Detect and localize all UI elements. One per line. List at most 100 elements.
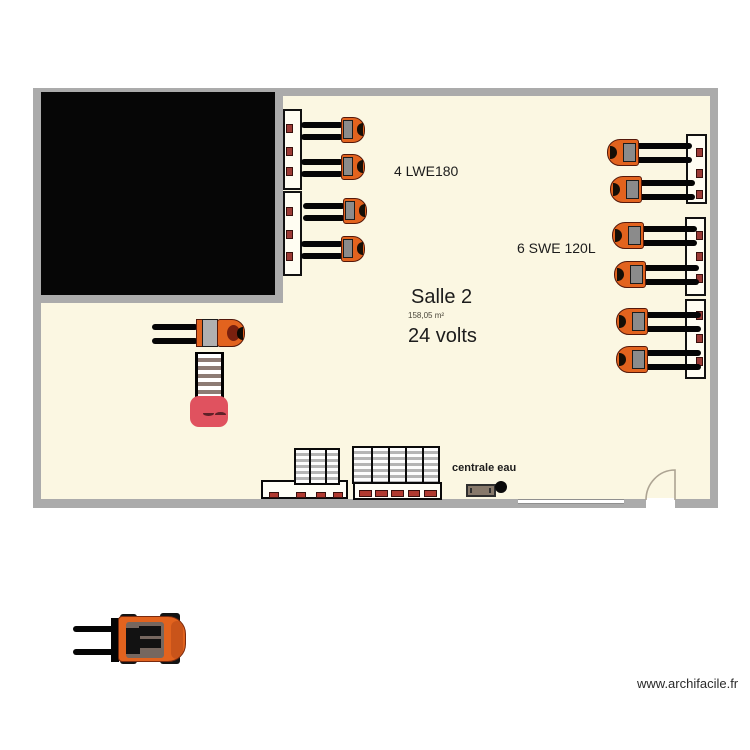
truck-fork xyxy=(303,203,345,209)
pallet-truck[interactable] xyxy=(614,261,699,289)
water-station[interactable] xyxy=(466,484,496,497)
forklift-cab xyxy=(126,622,164,658)
truck-tiller xyxy=(357,123,363,136)
battery-charger[interactable] xyxy=(696,252,703,261)
pallet-block xyxy=(333,492,343,498)
battery-charger[interactable] xyxy=(696,169,703,178)
battery-charger[interactable] xyxy=(696,231,703,240)
battery-charger[interactable] xyxy=(286,252,293,261)
rack-divider xyxy=(371,448,373,482)
pallet-truck[interactable] xyxy=(301,154,365,181)
black-zone[interactable] xyxy=(41,92,275,295)
forklift[interactable] xyxy=(72,612,187,664)
truck-fork xyxy=(644,364,701,370)
door-opening xyxy=(646,498,675,509)
pallet-block xyxy=(296,492,306,498)
truck-fork xyxy=(152,338,198,344)
door-swing-icon[interactable] xyxy=(640,464,685,509)
water-station-tank[interactable] xyxy=(495,481,507,493)
rack-divider xyxy=(388,448,390,482)
pallet-truck[interactable] xyxy=(612,222,697,250)
pallet-truck[interactable] xyxy=(301,236,365,263)
rack-divider xyxy=(325,450,327,483)
truck-tiller xyxy=(617,268,624,281)
truck-body xyxy=(607,139,639,166)
room-power-note: 24 volts xyxy=(408,325,477,347)
pallet-block xyxy=(316,492,326,498)
watermark: www.archifacile.fr xyxy=(637,676,739,691)
storage-rack[interactable] xyxy=(352,446,440,484)
forklift-hood xyxy=(171,621,183,659)
truck-tiller xyxy=(357,160,363,173)
truck-tiller xyxy=(357,242,363,255)
truck-platform xyxy=(202,319,218,347)
rack-divider xyxy=(309,450,311,483)
truck-body xyxy=(217,319,245,347)
pallet-truck[interactable] xyxy=(152,319,245,348)
truck-fork xyxy=(640,226,697,232)
battery-charger[interactable] xyxy=(286,147,293,156)
truck-platform xyxy=(343,157,353,176)
forklift-fork xyxy=(73,626,114,632)
truck-platform xyxy=(632,312,645,331)
truck-tiller xyxy=(619,353,626,366)
truck-fork xyxy=(301,159,343,165)
truck-fork xyxy=(635,157,692,163)
truck-tiller xyxy=(619,315,626,328)
pallet-truck[interactable] xyxy=(616,308,701,336)
truck-body xyxy=(612,222,644,249)
truck-platform xyxy=(343,120,353,139)
battery-charger[interactable] xyxy=(286,124,293,133)
truck-fork xyxy=(301,134,343,140)
battery-charger[interactable] xyxy=(286,230,293,239)
truck-fork xyxy=(644,350,701,356)
ladder-rail xyxy=(221,354,224,398)
room-area: 158,05 m² xyxy=(408,311,445,320)
pallet-platform[interactable] xyxy=(353,482,442,500)
battery-charger[interactable] xyxy=(696,334,703,343)
truck-tiller xyxy=(615,229,622,242)
truck-body xyxy=(616,346,648,373)
forklift-seat xyxy=(139,639,161,648)
rack-divider xyxy=(405,448,407,482)
pallet-truck[interactable] xyxy=(303,198,367,225)
storage-rack[interactable] xyxy=(294,448,340,485)
pallet-truck[interactable] xyxy=(616,346,701,374)
truck-platform xyxy=(628,226,641,245)
truck-fork xyxy=(644,326,701,332)
stacker-handle xyxy=(203,411,214,416)
rolling-ladder[interactable] xyxy=(195,352,224,398)
rack-divider xyxy=(422,448,424,482)
truck-tiller xyxy=(237,327,243,340)
truck-body xyxy=(610,176,642,203)
truck-tiller xyxy=(359,204,365,217)
pallet-truck[interactable] xyxy=(607,139,692,167)
truck-fork xyxy=(642,279,699,285)
window[interactable] xyxy=(518,499,624,504)
room-name: Salle 2 xyxy=(411,286,473,308)
truck-platform xyxy=(626,180,639,199)
interior-wall-horizontal xyxy=(33,295,283,303)
truck-fork xyxy=(301,171,343,177)
pallet-block xyxy=(391,490,404,497)
pallet-block xyxy=(424,490,437,497)
pallet-block xyxy=(408,490,420,497)
truck-fork xyxy=(635,143,692,149)
battery-charger[interactable] xyxy=(286,207,293,216)
battery-charger[interactable] xyxy=(286,167,293,176)
pallet-block xyxy=(375,490,388,497)
pallet-truck[interactable] xyxy=(301,117,365,144)
truck-body xyxy=(343,198,367,224)
truck-fork xyxy=(303,215,345,221)
truck-tiller xyxy=(613,183,620,196)
forklift-mast xyxy=(111,618,119,662)
battery-charger[interactable] xyxy=(696,148,703,157)
truck-body xyxy=(341,154,365,180)
battery-charger[interactable] xyxy=(696,274,703,283)
truck-platform xyxy=(623,143,636,162)
pallet-truck[interactable] xyxy=(610,176,695,204)
battery-charger[interactable] xyxy=(696,190,703,199)
label-water-station: centrale eau xyxy=(452,462,517,474)
ladder-rail xyxy=(195,354,198,398)
